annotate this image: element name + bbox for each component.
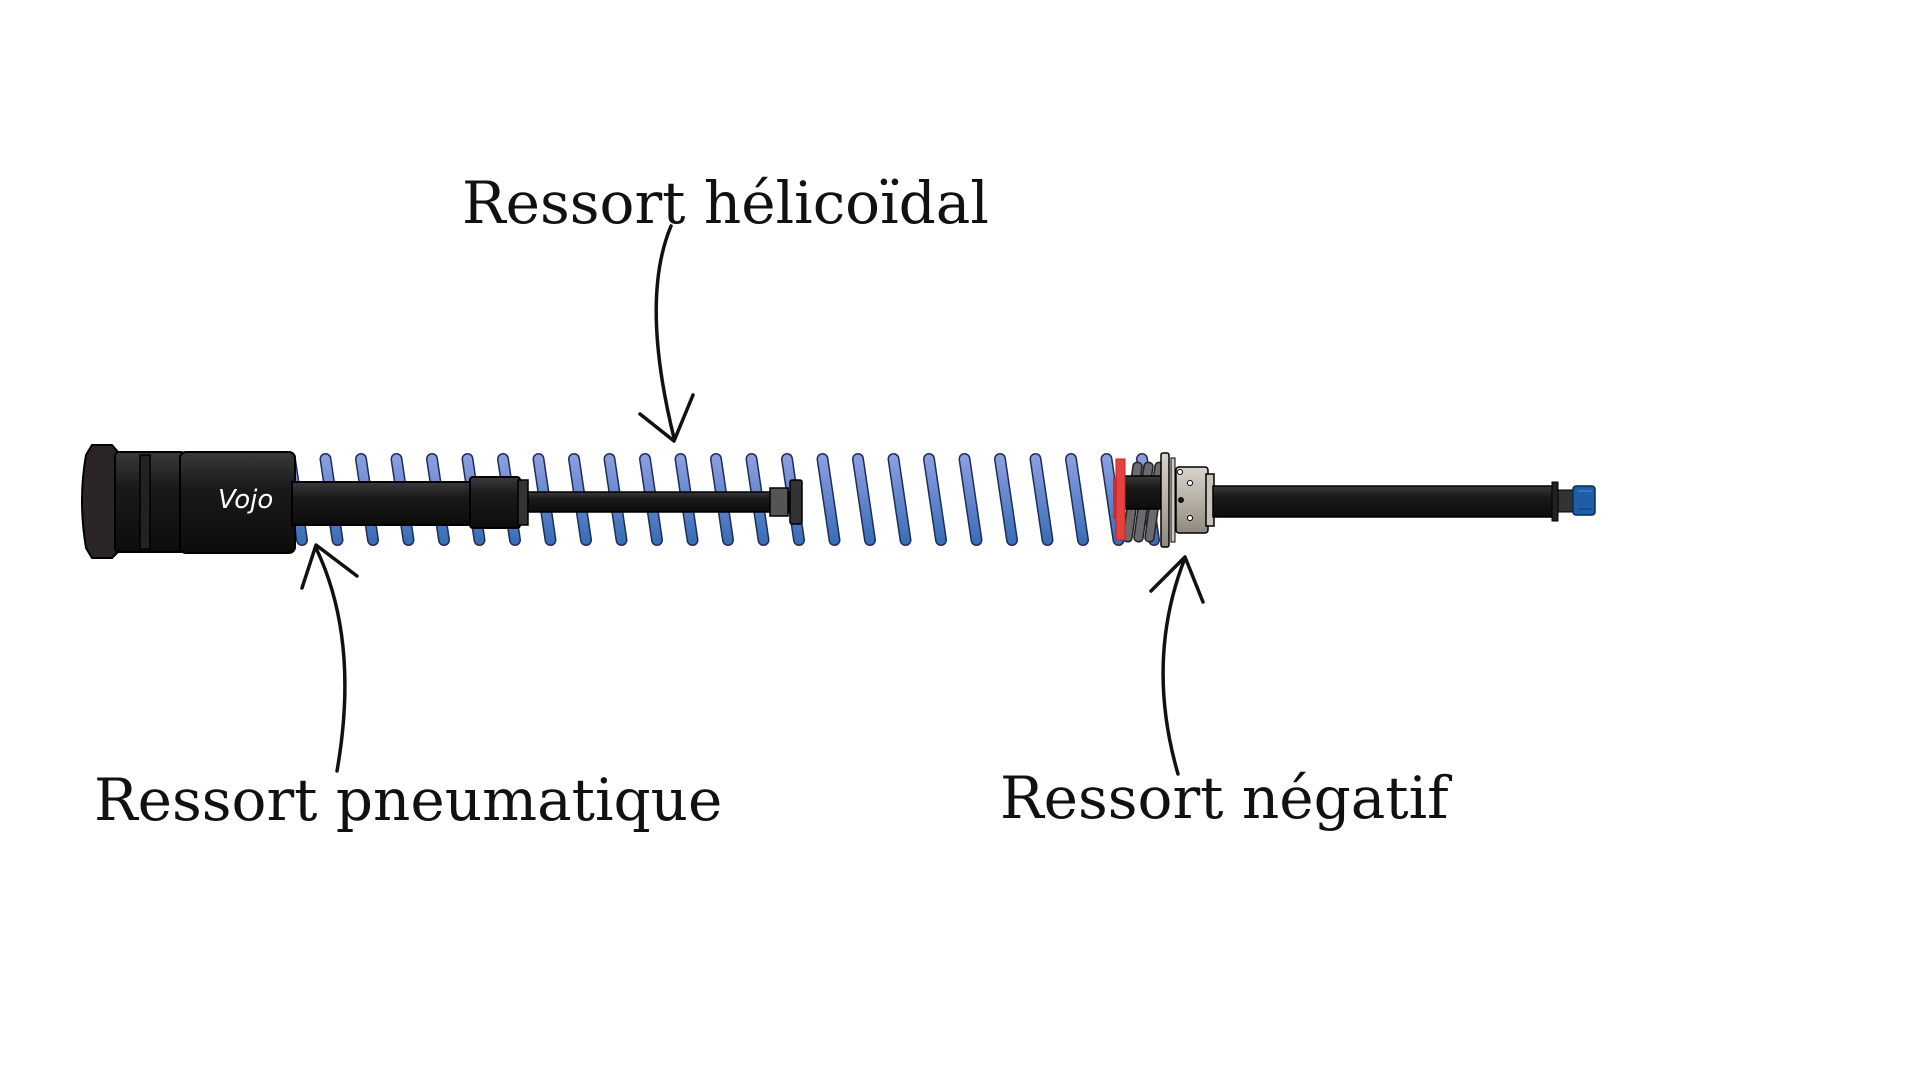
arrow-negative bbox=[1149, 555, 1205, 776]
coil-turn bbox=[995, 454, 1017, 545]
coil-turn bbox=[853, 454, 875, 545]
coil-turn bbox=[818, 454, 839, 545]
brand-logo: Vojo bbox=[218, 485, 273, 515]
coil-turn bbox=[960, 454, 981, 545]
coil-turn bbox=[889, 454, 910, 545]
coil-turn bbox=[1066, 454, 1088, 545]
label-negative-spring: Ressort négatif bbox=[1000, 764, 1452, 832]
air-spring-body: Vojo bbox=[81, 444, 803, 559]
coil-turn bbox=[1031, 454, 1052, 545]
arrow-helical bbox=[638, 224, 695, 443]
coil-turn bbox=[924, 454, 946, 545]
arrow-pneumatic bbox=[300, 543, 359, 773]
negative-spring-assembly bbox=[1113, 452, 1596, 548]
label-pneumatic-spring: Ressort pneumatique bbox=[94, 766, 722, 834]
label-helical-spring: Ressort hélicoïdal bbox=[462, 169, 989, 237]
